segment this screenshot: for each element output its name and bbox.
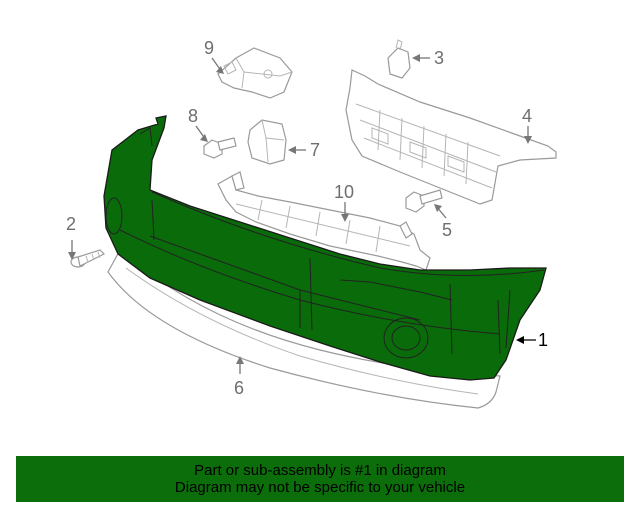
leader-4-arrow [524,136,532,144]
leader-9-arrow [216,66,224,74]
part-1-bumper-cover [103,115,547,381]
part-8-bolt [203,137,237,159]
callout-5: 5 [442,220,452,240]
callout-1: 1 [538,330,548,350]
leader-10-arrow [341,214,349,222]
parts-diagram: 1 2 3 4 5 6 7 8 9 10 [66,38,557,409]
leader-1-arrow [516,336,524,344]
callout-4: 4 [522,106,532,126]
leader-5-arrow [434,204,442,212]
callout-9: 9 [204,38,214,58]
leader-8-arrow [200,134,208,142]
callout-10: 10 [334,182,354,202]
callout-6: 6 [234,378,244,398]
part-4-energy-absorber [345,69,557,205]
leader-3-arrow [412,54,420,62]
info-banner: Part or sub-assembly is #1 in diagram Di… [16,456,624,502]
banner-line-2: Diagram may not be specific to your vehi… [174,479,466,496]
part-3-clip [387,39,411,79]
leader-2-arrow [68,252,76,260]
callout-3: 3 [434,48,444,68]
part-10-reinforcement [217,171,431,271]
part-9-module [217,47,293,99]
callout-2: 2 [66,214,76,234]
callout-7: 7 [310,140,320,160]
leader-7-arrow [288,146,296,154]
part-7-bracket [247,119,287,165]
banner-line-1: Part or sub-assembly is #1 in diagram [194,462,446,479]
part-2-push-pin [70,249,106,268]
part-5-bolt [405,189,443,213]
leader-6-arrow [236,356,244,364]
callout-8: 8 [188,106,198,126]
